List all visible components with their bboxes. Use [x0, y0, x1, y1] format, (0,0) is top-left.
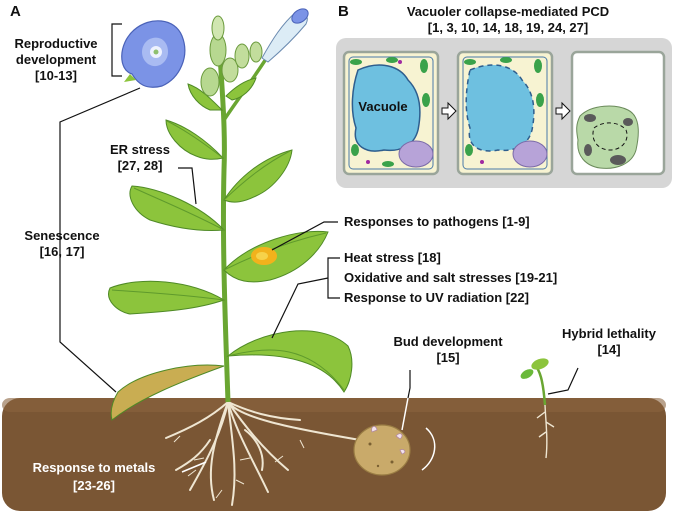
hybrid-lethality-label: Hybrid lethality — [562, 326, 657, 341]
panel-b-label: B — [338, 3, 349, 20]
metals-ref: [23-26] — [73, 478, 115, 493]
senescence-ref: [16, 17] — [40, 244, 85, 259]
reproductive-label-1: Reproductive — [14, 36, 97, 51]
heat-stress-label: Heat stress [18] — [344, 250, 441, 265]
stress-line — [271, 277, 329, 339]
arrow-1 — [441, 101, 457, 121]
bud-development-label: Bud development — [393, 334, 503, 349]
tuber — [353, 424, 411, 476]
pathogens-label: Responses to pathogens [1-9] — [344, 214, 530, 229]
flower-buds — [200, 15, 263, 97]
callout-lines — [59, 23, 579, 395]
leaf-upper-left — [165, 119, 224, 160]
leaves — [108, 77, 353, 421]
bud-bracket — [421, 427, 436, 471]
oxidative-stress-label: Oxidative and salt stresses [19-21] — [344, 270, 557, 285]
nucleus — [398, 140, 434, 168]
arrow-2 — [555, 101, 571, 121]
tuber-sprout — [371, 426, 378, 433]
root-hairs — [173, 435, 305, 499]
cell-collapsing — [456, 50, 554, 176]
hybrid-line — [547, 367, 579, 395]
reproductive-ref: [10-13] — [35, 68, 77, 83]
panel-b-title: Vacuoler collapse-mediated PCD — [407, 4, 609, 19]
pathogen-line — [271, 221, 338, 251]
vacuole-collapsing — [465, 64, 535, 152]
stem — [215, 17, 231, 403]
er-stress-ref: [27, 28] — [118, 158, 163, 173]
senescence-line — [59, 87, 141, 393]
senescence-label: Senescence — [24, 228, 99, 243]
uv-label: Response to UV radiation [22] — [344, 290, 529, 305]
hybrid-lethality-ref: [14] — [597, 342, 620, 357]
cell-dead — [570, 50, 666, 176]
soil — [2, 398, 666, 511]
metals-label: Response to metals — [33, 460, 156, 475]
panel-a-label: A — [10, 3, 21, 20]
leaf-upper-right — [223, 149, 293, 203]
chloroplasts — [350, 57, 430, 167]
cell-intact — [342, 50, 440, 176]
leaf-lower-left — [108, 280, 226, 315]
open-flower — [121, 20, 186, 88]
panel-b-refs: [1, 3, 10, 14, 18, 19, 24, 27] — [428, 20, 588, 35]
bud-line — [407, 370, 411, 399]
er-stress-label: ER stress — [110, 142, 170, 157]
leaf-lower-right — [226, 330, 353, 393]
stress-bracket — [327, 257, 340, 299]
reproductive-label-2: development — [16, 52, 97, 67]
vacuole-label: Vacuole — [358, 99, 407, 114]
er-stress-line — [178, 167, 197, 205]
roots — [165, 401, 361, 506]
trumpet-flower — [261, 8, 309, 63]
senescent-leaf — [110, 364, 225, 421]
bud-development-ref: [15] — [436, 350, 459, 365]
metals-line — [181, 461, 207, 473]
soil-surface — [2, 398, 666, 412]
seedling — [520, 358, 555, 459]
reproductive-bracket — [111, 23, 122, 77]
